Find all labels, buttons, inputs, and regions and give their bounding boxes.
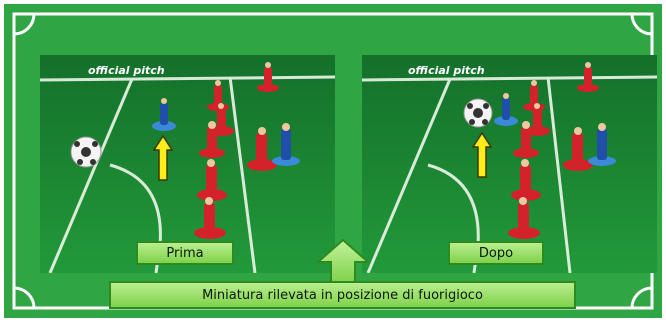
label-after: Dopo [448,241,544,265]
ball-icon [70,136,102,168]
label-before: Prima [136,241,234,265]
red-team-figures [194,62,279,239]
pitch-brand-text: official pitch [88,64,165,77]
blue-team-figures [152,98,300,166]
yellow-up-arrow-icon [471,131,493,178]
ball-icon [463,98,493,128]
green-up-arrow-icon [316,238,370,284]
caption-box: Miniatura rilevata in posizione di fuori… [109,281,576,309]
yellow-up-arrow-icon [152,134,174,181]
blue-team-figures [494,93,616,166]
pitch-brand-text: official pitch [408,64,485,77]
red-team-figures [508,62,599,239]
photo-after: official pitch [362,55,657,273]
photo-before: official pitch [40,55,335,273]
